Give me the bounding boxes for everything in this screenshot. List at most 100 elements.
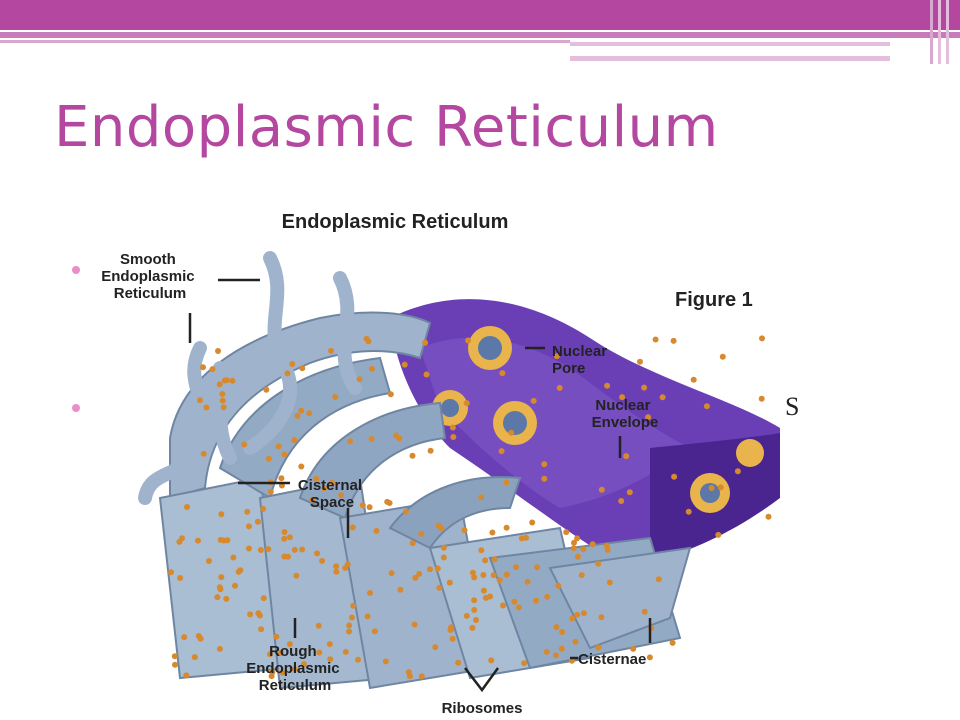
ribosome-dot	[558, 645, 565, 652]
ribosome-dot	[463, 400, 470, 407]
ribosome-dot	[215, 348, 221, 354]
ribosome-dot	[257, 547, 264, 553]
ribosome-dot	[524, 578, 531, 585]
ribosome-dot	[498, 448, 505, 455]
leader-lines	[188, 278, 652, 693]
ribosome-dot	[574, 611, 581, 618]
ribosome-dot	[461, 527, 468, 534]
ribosome-dot	[511, 598, 518, 605]
ribosome-dot	[286, 641, 293, 648]
ribosome-dot	[221, 377, 228, 384]
ribosome-dot	[329, 479, 336, 486]
ribosome-dot	[598, 486, 605, 493]
label-rough-er: Rough Endoplasmic Reticulum	[246, 643, 344, 694]
ribosome-dot	[512, 564, 519, 571]
ribosome-dot	[291, 437, 298, 444]
ribosome-dot	[569, 615, 576, 622]
ribosome-dot	[195, 633, 202, 639]
ribosome-dot	[572, 638, 579, 645]
ribosome-dot	[319, 557, 326, 564]
label-nuclear-pore: Nuclear Pore	[552, 343, 611, 377]
ribosome-dot	[197, 397, 203, 404]
ribosome-dot	[426, 566, 433, 573]
ribosome-dot	[326, 641, 333, 648]
ribosome-dot	[309, 496, 316, 503]
ribosome-dot	[246, 523, 252, 530]
ribosome-dot	[364, 613, 371, 620]
ribosome-dot	[191, 654, 198, 661]
ribosome-dot	[181, 634, 188, 641]
ribosome-dots	[168, 335, 772, 680]
ribosome-dot	[556, 384, 563, 391]
ribosome-dot	[338, 492, 345, 499]
ribosome-dot	[499, 370, 506, 377]
ribosome-dot	[291, 666, 298, 673]
ribosome-dot	[758, 395, 765, 402]
obscured-bullet-text: S	[785, 392, 800, 421]
ribosome-dot	[717, 484, 724, 491]
ribosome-dot	[216, 645, 223, 652]
label-cisternae: Cisternae	[578, 651, 646, 668]
ribosome-dot	[327, 656, 334, 663]
ribosome-dot	[553, 353, 560, 360]
ribosome-dot	[555, 582, 562, 589]
ribosome-dot	[388, 570, 395, 577]
ribosome-dot	[293, 572, 300, 579]
ribosome-dot	[214, 594, 221, 601]
label-nuclear-envelope-line2: Envelope	[592, 414, 659, 431]
ribosome-dot	[306, 410, 313, 417]
ribosome-dot	[316, 649, 323, 656]
ribosome-dot	[386, 500, 393, 506]
ribosome-dot	[690, 376, 697, 383]
ribosome-dot	[401, 361, 408, 368]
ribosome-dot	[355, 656, 361, 663]
ribosome-dot	[346, 628, 353, 635]
ribosome-dot	[440, 544, 447, 551]
ribosome-dot	[313, 475, 320, 482]
ribosome-dot	[432, 644, 439, 651]
rough-er-cisternae	[158, 311, 692, 690]
ribosome-dot	[350, 602, 357, 609]
label-smooth-er-line1: Smooth	[120, 251, 176, 268]
bullet-2	[72, 404, 80, 412]
ribosome-dot	[440, 554, 447, 561]
ribosome-dot	[503, 524, 510, 531]
ribosome-dot	[195, 537, 201, 544]
ribosome-dot	[407, 673, 413, 680]
ribosome-dot	[618, 498, 625, 504]
ribosome-dot	[671, 473, 678, 480]
ribosome-dot	[314, 550, 321, 557]
label-cisternal-space: Cisternal Space	[298, 477, 366, 511]
ribosome-dot	[544, 593, 551, 600]
ribosome-dot	[603, 542, 610, 549]
ribosome-dot	[275, 443, 282, 450]
ribosome-dot	[516, 604, 522, 611]
ribosome-dot	[368, 365, 375, 372]
slide-title: Endoplasmic Reticulum	[54, 95, 719, 160]
ribosome-dot	[645, 414, 652, 421]
ribosome-dot	[342, 565, 349, 571]
ribosome-dot	[578, 572, 585, 579]
ribosome-dot	[284, 370, 291, 377]
ribosome-dot	[382, 658, 389, 665]
ribosome-dot	[478, 494, 485, 501]
ribosome-dot	[273, 633, 280, 640]
ribosome-dot	[533, 597, 540, 604]
label-smooth-er: Smooth Endoplasmic Reticulum	[101, 251, 199, 302]
ribosome-dot	[543, 648, 550, 655]
ribosome-dot	[626, 489, 633, 496]
ribosome-dot	[333, 563, 340, 570]
ribosome-dot	[397, 586, 404, 593]
ribosome-dot	[216, 381, 223, 388]
ribosome-dot	[490, 572, 497, 579]
figure-label: Figure 1	[675, 289, 753, 311]
ribosome-dot	[659, 394, 666, 401]
ribosome-dot	[449, 424, 456, 431]
label-rough-er-line1: Rough	[269, 643, 316, 660]
ribosome-dot	[450, 434, 457, 440]
ribosome-dot	[759, 335, 765, 342]
ribosome-dot	[298, 463, 305, 470]
ribosome-dot	[294, 412, 301, 419]
ribosome-dot	[715, 531, 722, 538]
ribosome-dot	[281, 529, 288, 535]
